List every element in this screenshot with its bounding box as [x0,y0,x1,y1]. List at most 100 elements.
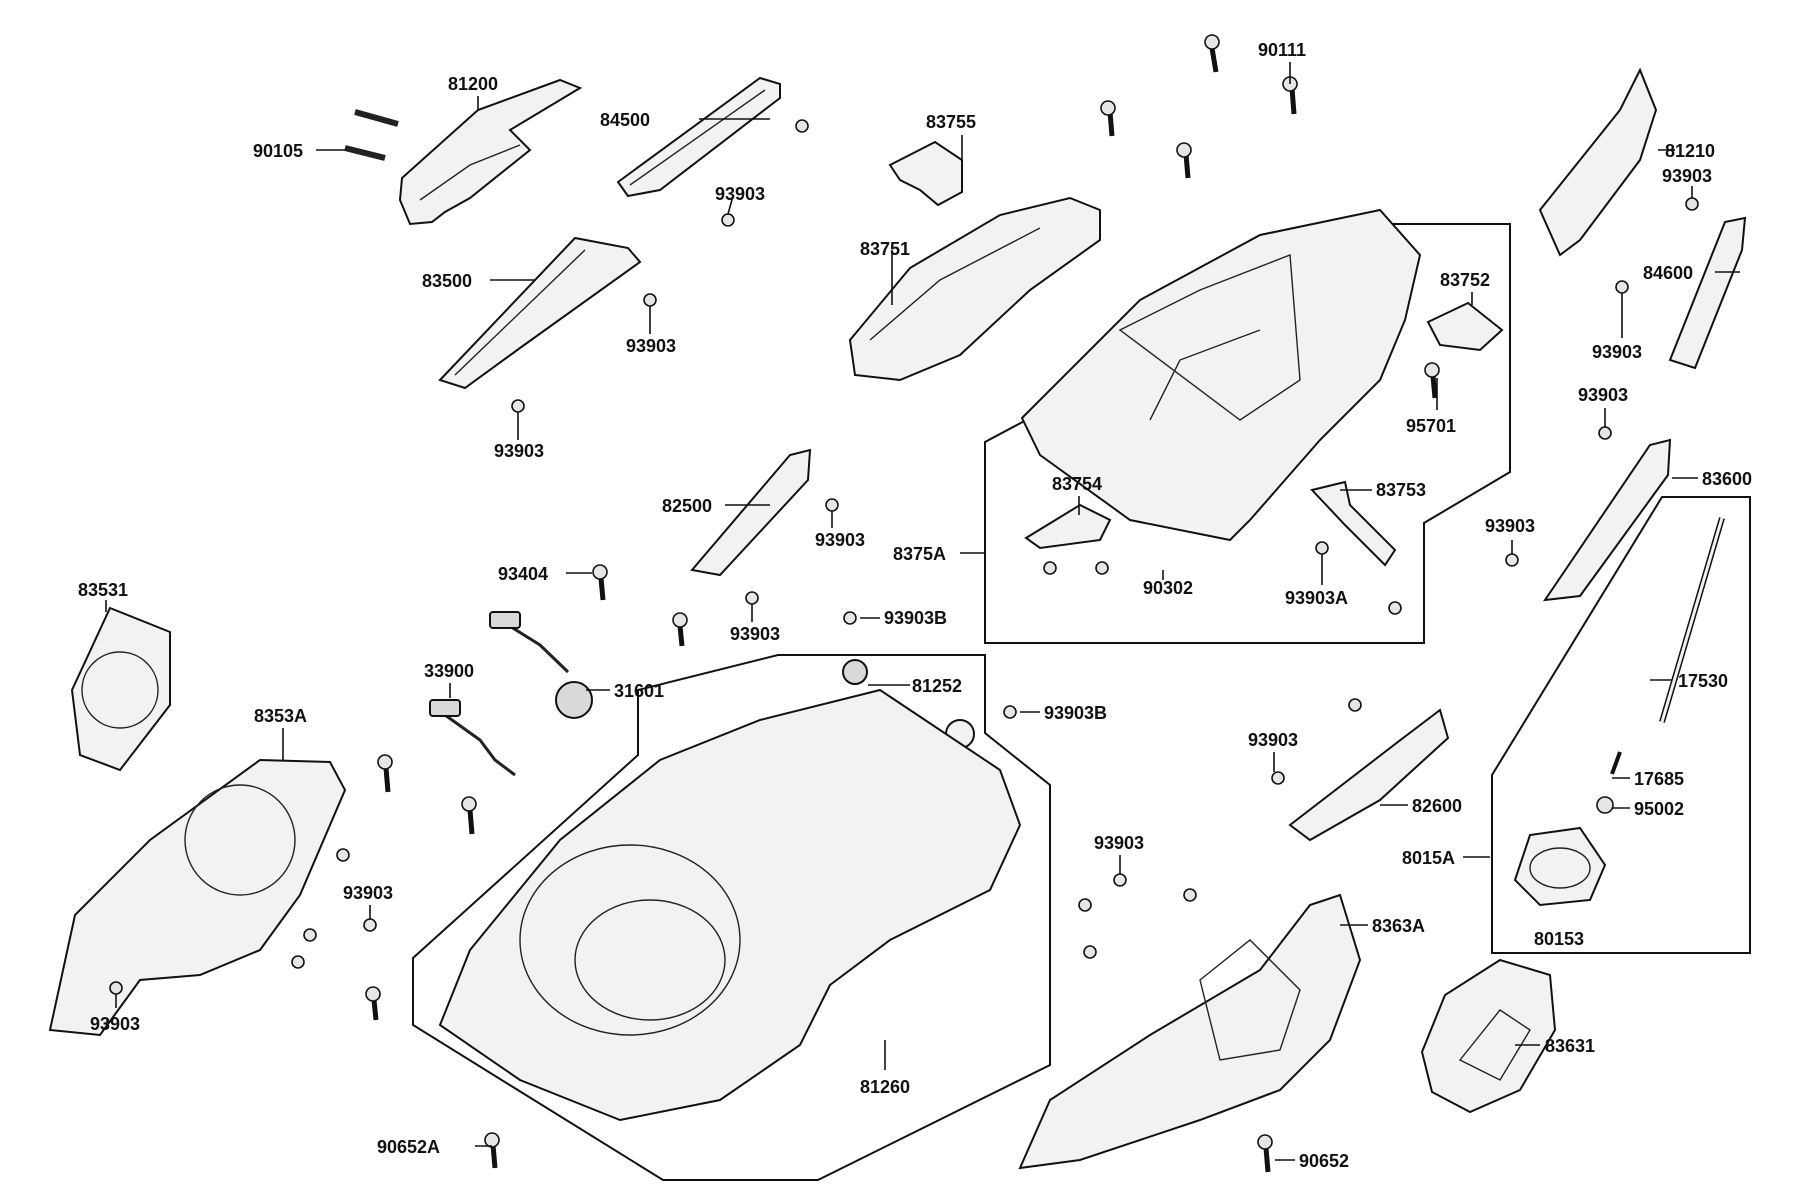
label-8363A: 8363A [1372,916,1425,936]
label-82500: 82500 [662,496,712,516]
screw-93903-b [1685,197,1699,211]
label-93903B-b: 93903B [1044,703,1107,723]
screw-93903-l [291,955,305,969]
screw-93903-h [745,591,759,605]
screw-misc-a [377,754,393,793]
label-84500: 84500 [600,110,650,130]
screw-93903-c [643,293,657,307]
label-83753: 83753 [1376,480,1426,500]
part-83631-cover [1420,958,1557,1114]
part-81260-luggage-box [438,688,1022,1122]
label-93903B-a: 93903B [884,608,947,628]
screw-93903-s [1078,898,1092,912]
label-83755: 83755 [926,112,976,132]
fuel-filler-group-outline [1491,496,1751,954]
screw-93903-q [1113,873,1127,887]
screw-93903-r [1183,888,1197,902]
part-83500-cover [438,236,642,390]
part-17685-pin [1610,751,1622,775]
label-93903-g: 93903 [815,530,865,550]
label-93903-e: 93903 [494,441,544,461]
label-83751: 83751 [860,239,910,259]
rear-seat-group-outline [984,223,1511,644]
screw-90652A [484,1132,500,1169]
label-81200: 81200 [448,74,498,94]
label-93903-i: 93903 [1485,516,1535,536]
screw-93903-84500 [795,119,809,133]
label-93404: 93404 [498,564,548,584]
label-31601: 31601 [614,681,664,701]
part-82500-cover [690,448,812,577]
label-93903-f: 93903 [1578,385,1628,405]
label-93903-k: 93903 [343,883,393,903]
label-90302: 90302 [1143,578,1193,598]
screw-90111-d [1176,142,1192,179]
screw-93903-o [1348,698,1362,712]
label-81210: 81210 [1665,141,1715,161]
screw-90652 [1257,1134,1273,1173]
label-83631: 83631 [1545,1036,1595,1056]
part-83754-plate [1024,503,1112,550]
screw-90302-b [1095,561,1109,575]
part-83531-cover [70,606,171,772]
part-8375A-rear-cowl [1020,208,1422,542]
part-81210-side-cover [1538,67,1658,257]
label-90111: 90111 [1258,40,1306,60]
screw-90111-c [1100,100,1116,137]
screw-93903B-b [1003,705,1017,719]
screw-93903B-a [843,611,857,625]
screw-93903-i [1505,553,1519,567]
label-95002: 95002 [1634,799,1684,819]
label-93903-h: 93903 [730,624,780,644]
label-8015A: 8015A [1402,848,1455,868]
label-93903-a: 93903 [715,184,765,204]
screw-93903-t [1083,945,1097,959]
label-8375A: 8375A [893,544,946,564]
label-90105: 90105 [253,141,303,161]
part-82600-cover [1288,708,1450,842]
label-8353A: 8353A [254,706,307,726]
label-93903-j: 93903 [1248,730,1298,750]
screw-93903A-b [1388,601,1402,615]
label-95701: 95701 [1406,416,1456,436]
part-83752-bracket [1426,301,1504,352]
label-93903A: 93903A [1285,588,1348,608]
part-83600-cover [1542,438,1672,602]
screw-95701 [1424,362,1440,399]
screw-93903-a [721,213,735,227]
part-83753-bracket [1310,480,1397,567]
screw-90652-b [365,986,381,1021]
screw-93903-d [1615,280,1629,294]
label-17685: 17685 [1634,769,1684,789]
screw-93404-b [672,612,688,647]
label-93903-d: 93903 [1592,342,1642,362]
screw-misc-b [461,796,477,835]
screw-93903-g [825,498,839,512]
screw-90302-a [1043,561,1057,575]
label-83754: 83754 [1052,474,1102,494]
part-83755-clip [888,140,963,207]
label-93903-b: 93903 [1662,166,1712,186]
part-17530-rod [1659,517,1725,723]
screw-93903A [1315,541,1329,555]
screw-93903-e [511,399,525,413]
label-82600: 82600 [1412,796,1462,816]
leader-lines [105,62,1740,1161]
part-84500-cover [616,76,781,198]
label-83600: 83600 [1702,469,1752,489]
screw-93903-f [1598,426,1612,440]
part-80153-filler [1513,826,1607,907]
callout-labels: 90111 81200 84500 83755 90105 93903 8121… [78,40,1752,1171]
label-90652: 90652 [1299,1151,1349,1171]
screw-93903-p [1271,771,1285,785]
label-84600: 84600 [1643,263,1693,283]
label-33900: 33900 [424,661,474,681]
part-81200-bracket [398,78,583,226]
label-17530: 17530 [1678,671,1728,691]
label-90652A: 90652A [377,1137,440,1157]
luggage-box-group-outline [412,654,1051,1181]
label-83500: 83500 [422,271,472,291]
label-81252: 81252 [912,676,962,696]
